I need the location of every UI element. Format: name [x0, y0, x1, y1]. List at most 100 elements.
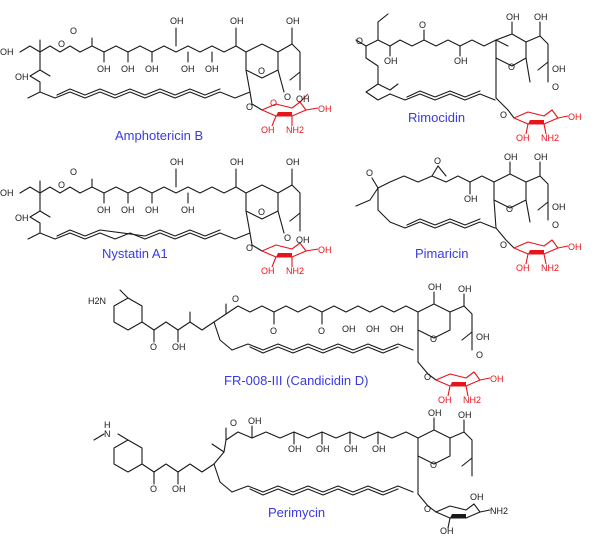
atom-label: O [356, 36, 363, 46]
atom-label: OH [342, 324, 356, 334]
atom-label: OH [372, 444, 386, 454]
molecule-perimycin: N H O OH O OH OH OH OH OH OH OH O O OH N… [93, 408, 508, 536]
atom-label: OH [534, 152, 548, 162]
atom-label: NH2 [541, 263, 559, 273]
atom-label: OH [170, 157, 184, 167]
atom-label: OH [296, 94, 310, 104]
atom-label: O [424, 372, 431, 382]
atom-label: H [104, 420, 111, 430]
atom-label: OH [428, 408, 442, 418]
atom-label: OH [0, 47, 14, 57]
molecule-amphotericin-b: OH OH O O OH OH OH OH OH OH OH OH O O OH… [0, 16, 332, 143]
molecule-pimaricin: O O OH OH OH O O OH O OH NH2 OH Pimarici… [355, 152, 582, 273]
atom-label: O [58, 39, 65, 49]
atom-label: O [258, 66, 265, 76]
atom-label: OH [504, 152, 518, 162]
atom-label: OH [366, 324, 380, 334]
atom-label: OH [454, 56, 468, 66]
atom-label: O [318, 326, 325, 336]
atom-label: O [552, 220, 559, 230]
atom-label: OH [121, 64, 135, 74]
atom-label: O [70, 167, 77, 177]
atom-label: OH [15, 72, 29, 82]
atom-label: O [270, 326, 277, 336]
atom-label: O [284, 233, 291, 243]
molecule-name: FR-008-III (Candicidin D) [224, 373, 369, 388]
atom-label: OH [440, 526, 454, 536]
atom-label: O [500, 240, 507, 250]
atom-label: OH [288, 444, 302, 454]
atom-label: NH2 [286, 266, 304, 276]
atom-label: OH [172, 342, 186, 352]
atom-label: OH [470, 492, 484, 502]
atom-label: O [270, 98, 277, 108]
atom-label: O [246, 243, 253, 253]
atom-label: O [419, 20, 426, 30]
atom-label: OH [296, 235, 310, 245]
atom-label: O [508, 62, 515, 72]
atom-label: NH2 [490, 506, 508, 516]
atom-label: OH [516, 133, 530, 143]
atom-label: OH [15, 213, 29, 223]
atom-label: OH [97, 64, 111, 74]
atom-label: OH [0, 188, 14, 198]
atom-label: OH [145, 64, 159, 74]
molecule-name: Nystatin A1 [102, 246, 168, 261]
atom-label: OH [261, 125, 275, 135]
atom-label: OH [181, 205, 195, 215]
atom-label: O [150, 342, 157, 352]
atom-label: H2N [88, 296, 106, 306]
atom-label: O [506, 204, 513, 214]
atom-label: OH [318, 104, 332, 114]
atom-label: OH [516, 263, 530, 273]
atom-label: OH [318, 245, 332, 255]
atom-label: OH [390, 324, 404, 334]
atom-label: OH [181, 64, 195, 74]
atom-label: OH [568, 112, 582, 122]
atom-label: O [258, 207, 265, 217]
atom-label: OH [316, 444, 330, 454]
atom-label: N [104, 429, 111, 439]
atom-label: O [70, 26, 77, 36]
atom-label: OH [230, 157, 244, 167]
atom-label: OH [458, 410, 472, 420]
atom-label: OH [170, 16, 184, 26]
atom-label: OH [490, 374, 504, 384]
atom-label: OH [205, 64, 219, 74]
atom-label: OH [145, 205, 159, 215]
atom-label: O [246, 102, 253, 112]
atom-label: OH [438, 395, 452, 405]
atom-label: O [232, 294, 239, 304]
molecule-name: Rimocidin [408, 110, 465, 125]
atom-label: OH [568, 242, 582, 252]
atom-label: OH [97, 205, 111, 215]
atom-label: OH [121, 205, 135, 215]
molecule-name: Perimycin [268, 505, 325, 520]
atom-label: O [430, 460, 437, 470]
atom-label: OH [506, 12, 520, 22]
atom-label: O [284, 92, 291, 102]
atom-label: OH [534, 12, 548, 22]
atom-label: OH [384, 56, 398, 66]
atom-label: O [430, 334, 437, 344]
molecule-rimocidin: O OH O OH OH OH O O OH O OH NH2 OH Rimoc… [355, 12, 582, 143]
atom-label: O [552, 82, 559, 92]
molecule-nystatin-a1: OH OH O O OH OH OH OH OH OH OH O O OH O … [0, 157, 332, 276]
atom-label: NH2 [541, 133, 559, 143]
atom-label: OH [286, 16, 300, 26]
atom-label: O [150, 484, 157, 494]
molecule-name: Amphotericin B [115, 128, 203, 143]
atom-label: O [424, 504, 431, 514]
atom-label: OH [552, 64, 566, 74]
atom-label: NH2 [463, 395, 481, 405]
atom-label: OH [172, 484, 186, 494]
atom-label: OH [464, 194, 478, 204]
atom-label: OH [230, 16, 244, 26]
atom-label: OH [552, 202, 566, 212]
atom-label: OH [476, 332, 490, 342]
atom-label: O [230, 418, 237, 428]
atom-label: O [500, 110, 507, 120]
atom-label: OH [248, 416, 262, 426]
